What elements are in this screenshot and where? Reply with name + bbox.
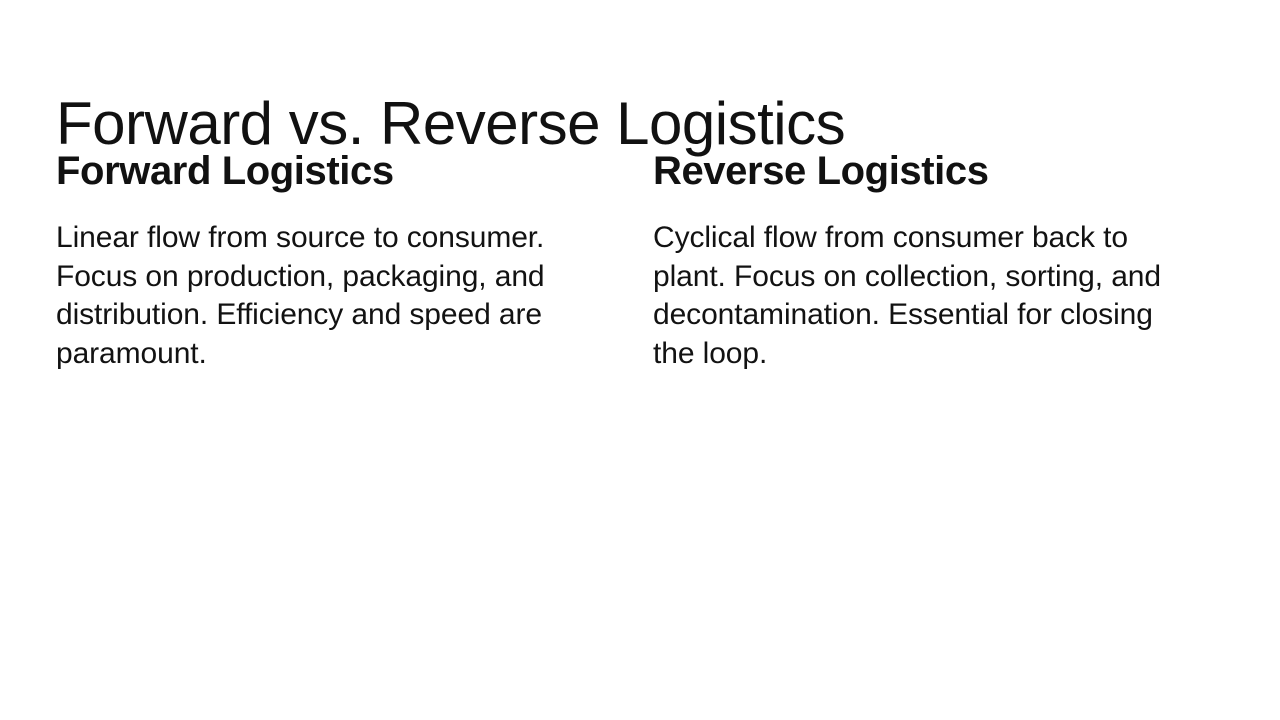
column-forward-logistics: Forward Logistics Linear flow from sourc…: [56, 148, 576, 373]
column-reverse-logistics: Reverse Logistics Cyclical flow from con…: [653, 148, 1173, 373]
page-title: Forward vs. Reverse Logistics: [56, 90, 846, 158]
column-heading-forward-logistics: Forward Logistics: [56, 149, 394, 193]
column-heading-reverse-logistics: Reverse Logistics: [653, 149, 989, 193]
two-column-content: Forward Logistics Linear flow from sourc…: [56, 148, 1226, 373]
column-body-reverse-logistics: Cyclical flow from consumer back to plan…: [653, 221, 1161, 370]
column-body-forward-logistics: Linear flow from source to consumer. Foc…: [56, 221, 545, 370]
